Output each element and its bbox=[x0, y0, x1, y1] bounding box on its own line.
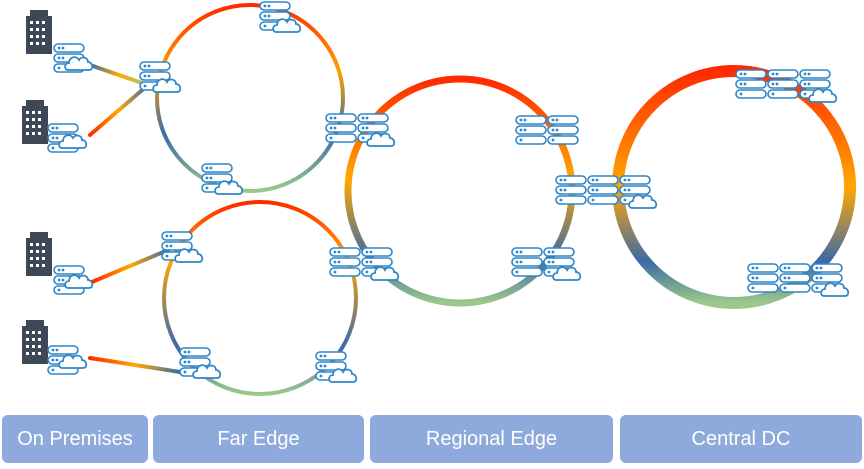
far-edge-ring-top bbox=[155, 3, 345, 193]
cloud-icon bbox=[328, 368, 358, 383]
cloud-icon bbox=[192, 364, 222, 379]
server-rack-icon bbox=[779, 263, 811, 293]
server-rack-icon bbox=[767, 69, 799, 99]
link-line bbox=[90, 248, 170, 284]
server-rack-icon bbox=[747, 263, 779, 293]
cloud-icon bbox=[366, 132, 396, 147]
building-icon bbox=[22, 320, 48, 364]
link-line bbox=[88, 83, 150, 137]
cloud-icon bbox=[58, 134, 88, 149]
far-edge-ring-bottom bbox=[162, 200, 358, 396]
server-rack-icon bbox=[329, 247, 361, 277]
cloud-icon bbox=[552, 266, 582, 281]
cloud-icon bbox=[58, 354, 88, 369]
cloud-icon bbox=[272, 18, 302, 33]
cloud-icon bbox=[820, 282, 850, 297]
cloud-icon bbox=[152, 78, 182, 93]
cloud-icon bbox=[370, 266, 400, 281]
tier-label-regional-edge: Regional Edge bbox=[370, 415, 613, 463]
cloud-icon bbox=[174, 248, 204, 263]
server-rack-icon bbox=[587, 175, 619, 205]
link-line bbox=[88, 356, 182, 374]
central-dc-ring bbox=[612, 65, 856, 309]
building-icon bbox=[26, 10, 52, 54]
server-rack-icon bbox=[325, 113, 357, 143]
building-icon bbox=[22, 100, 48, 144]
server-rack-icon bbox=[547, 115, 579, 145]
server-rack-icon bbox=[515, 115, 547, 145]
link-line bbox=[88, 63, 150, 87]
cloud-icon bbox=[64, 274, 94, 289]
server-rack-icon bbox=[555, 175, 587, 205]
tier-label-on-premises: On Premises bbox=[2, 415, 148, 463]
tier-label-far-edge: Far Edge bbox=[153, 415, 364, 463]
server-rack-icon bbox=[511, 247, 543, 277]
on-premises-links bbox=[88, 63, 182, 374]
cloud-icon bbox=[64, 56, 94, 71]
cloud-icon bbox=[214, 180, 244, 195]
server-rack-icon bbox=[735, 69, 767, 99]
building-icon bbox=[26, 232, 52, 276]
cloud-icon bbox=[808, 88, 838, 103]
tier-label-central-dc: Central DC bbox=[620, 415, 862, 463]
cloud-icon bbox=[628, 194, 658, 209]
